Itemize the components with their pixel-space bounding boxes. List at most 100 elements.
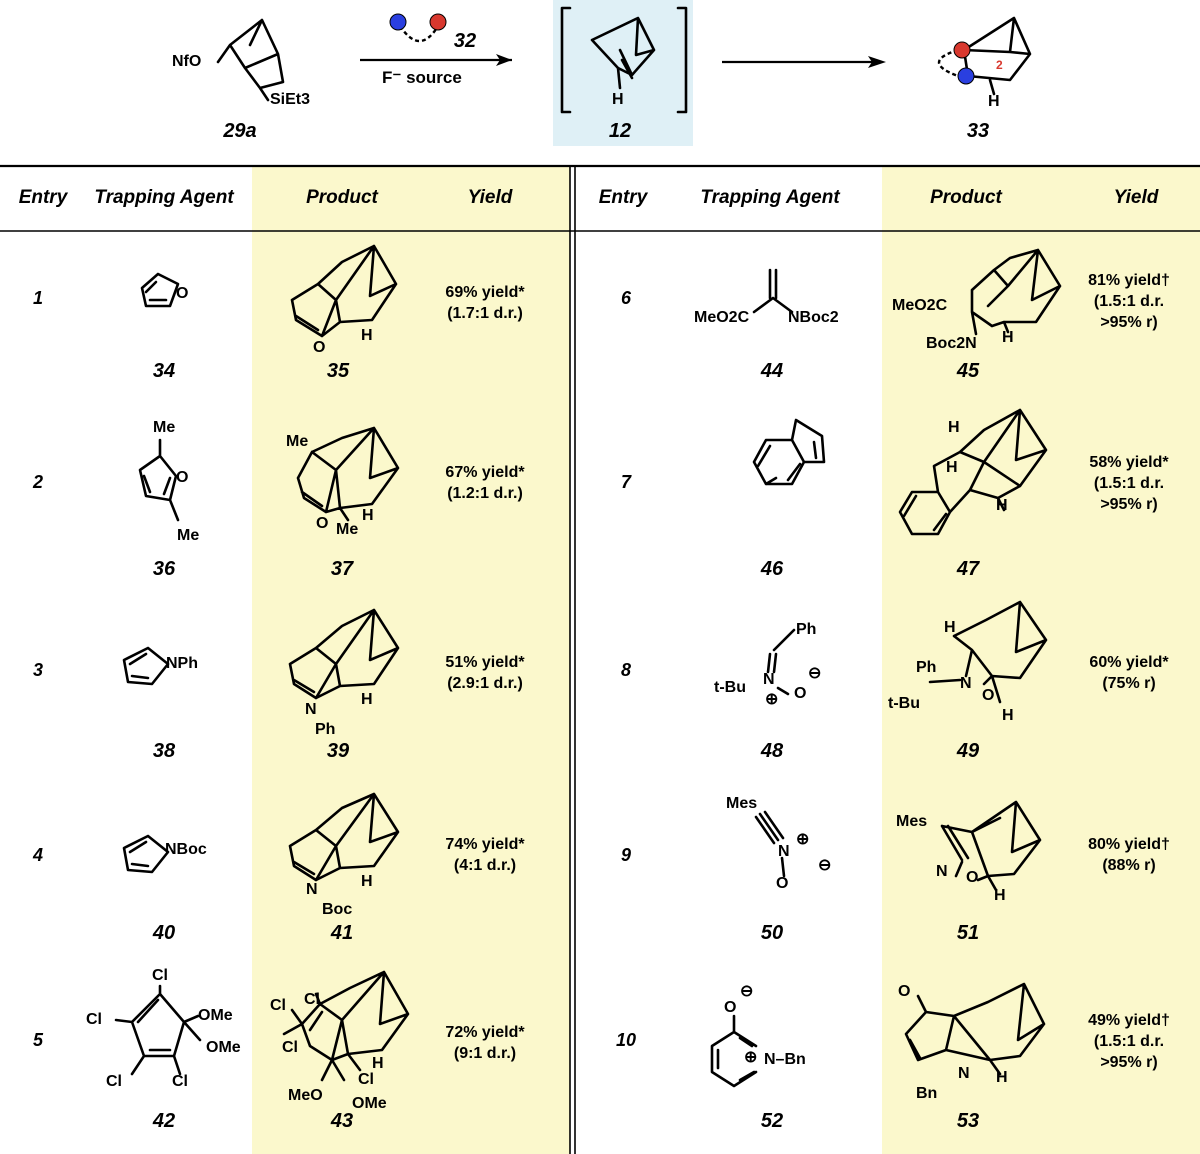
- yield-text: 49% yield†(1.5:1 d.r.>95% r): [1088, 1012, 1170, 1071]
- compound-label: 53: [956, 1110, 980, 1132]
- nph-group: NPh: [166, 655, 198, 672]
- pyridinium-n: N–Bn: [764, 1051, 806, 1068]
- product-37-structure: [296, 426, 400, 522]
- bridge-n: N: [306, 881, 318, 898]
- compound-label-33: 33: [966, 120, 990, 142]
- furan-o: O: [176, 469, 189, 486]
- entry-number: 10: [615, 1030, 637, 1050]
- intermediate-h: H: [612, 91, 624, 108]
- ring-h-2: H: [946, 459, 958, 476]
- nitrone-n: N: [763, 671, 775, 688]
- entry-number: 5: [32, 1030, 43, 1050]
- isoxazoline-n: N: [936, 863, 948, 880]
- yield-text: 80% yield†(88% r): [1088, 836, 1170, 874]
- methyl-top: Me: [153, 419, 176, 436]
- ring-h-top: H: [944, 619, 956, 636]
- dimethylfuran-structure: [138, 438, 180, 522]
- methoxy-2: OMe: [206, 1039, 241, 1056]
- isoxazolidine-n: N: [960, 675, 972, 692]
- bridge-o: O: [316, 515, 329, 532]
- compound-label: 52: [760, 1110, 784, 1132]
- dehydroalanine-structure: [752, 268, 794, 314]
- nboc2-group: Boc2N: [926, 335, 977, 352]
- chloro-d: Cl: [358, 1071, 374, 1088]
- ring-h-1: H: [948, 419, 960, 436]
- n-phenylpyrrole-structure: [122, 646, 170, 686]
- reagent-dot-ball-icon: [360, 13, 512, 66]
- reaction-arrow: [722, 56, 886, 68]
- isoxazolidine-o: O: [982, 687, 995, 704]
- yield-text: 51% yield*(2.9:1 d.r.): [445, 654, 525, 692]
- left-product-column-highlight: [252, 166, 570, 1154]
- yield-text: 69% yield*(1.7:1 d.r.): [445, 284, 525, 322]
- compound-label: 47: [956, 558, 980, 580]
- header-trapping-agent-right: Trapping Agent: [700, 187, 840, 208]
- product-49-structure: [928, 600, 1048, 704]
- entry-number: 6: [620, 288, 631, 308]
- plus-charge: ⊕: [796, 831, 810, 848]
- plus-charge: ⊕: [744, 1049, 758, 1066]
- entry-number: 9: [620, 845, 631, 865]
- bridge-o: O: [313, 339, 326, 356]
- furan-o: O: [176, 285, 189, 302]
- chloro-3: Cl: [106, 1073, 122, 1090]
- compound-label: 43: [330, 1110, 354, 1132]
- header-product-right: Product: [930, 187, 1002, 208]
- yield-text: 60% yield*(75% r): [1089, 654, 1169, 692]
- product-45-structure: [970, 248, 1062, 336]
- ring-h: H: [994, 887, 1006, 904]
- product-35-structure: [290, 244, 398, 338]
- product-39-structure: [288, 608, 400, 700]
- methyl-top-product: Me: [286, 433, 309, 450]
- product-43-structure: [282, 970, 410, 1082]
- product-41-structure: [288, 792, 400, 882]
- chloro-c: Cl: [282, 1039, 298, 1056]
- nitrone-structure: [766, 628, 796, 696]
- compound-label: 39: [326, 740, 350, 762]
- furan-structure: [140, 272, 180, 308]
- header-entry-right: Entry: [598, 187, 648, 208]
- phenyl-group-product: Ph: [916, 659, 937, 676]
- methoxy-1: OMe: [198, 1007, 233, 1024]
- n-phenyl: Ph: [315, 721, 336, 738]
- compound-label: 41: [330, 922, 354, 944]
- entry-number: 3: [32, 660, 43, 680]
- ring-h: H: [1002, 707, 1014, 724]
- compound-label: 48: [760, 740, 784, 762]
- right-product-column-highlight: [882, 166, 1200, 1154]
- chloro-b: Cl: [304, 991, 320, 1008]
- nboc-group: NBoc: [165, 841, 207, 858]
- yield-text: 67% yield*(1.2:1 d.r.): [445, 464, 525, 502]
- compound-label-12: 12: [608, 120, 632, 142]
- phenyl-group: Ph: [796, 621, 817, 638]
- entry-number: 8: [620, 660, 631, 680]
- header-trapping-agent-left: Trapping Agent: [94, 187, 234, 208]
- header-entry-left: Entry: [18, 187, 68, 208]
- compound-label: 49: [956, 740, 980, 762]
- compound-label: 34: [152, 360, 176, 382]
- compound-label: 35: [326, 360, 350, 382]
- compound-label: 44: [760, 360, 784, 382]
- compound-label: 46: [760, 558, 784, 580]
- minus-charge: ⊖: [808, 665, 822, 682]
- ring-h: H: [996, 1069, 1008, 1086]
- methyl-ester: MeO2C: [892, 297, 948, 314]
- n-benzyl: Bn: [916, 1085, 938, 1102]
- ring-h: H: [361, 327, 373, 344]
- chloro-2: Cl: [86, 1011, 102, 1028]
- nfo-group: NfO: [172, 53, 202, 70]
- entry-number: 2: [32, 472, 43, 492]
- nitrile-n: N: [778, 843, 790, 860]
- compound-label: 51: [956, 922, 980, 944]
- minus-charge: ⊖: [818, 857, 832, 874]
- header-yield-left: Yield: [467, 187, 513, 208]
- ring-h-3: H: [996, 497, 1008, 514]
- plus-charge: ⊕: [765, 691, 779, 708]
- oxide-o: O: [724, 999, 737, 1016]
- compound-label: 40: [152, 922, 176, 944]
- product-53-structure: [904, 982, 1046, 1076]
- product-47-structure: [898, 408, 1048, 536]
- yield-text: 74% yield*(4:1 d.r.): [445, 836, 525, 874]
- mesityl-group-product: Mes: [896, 813, 928, 830]
